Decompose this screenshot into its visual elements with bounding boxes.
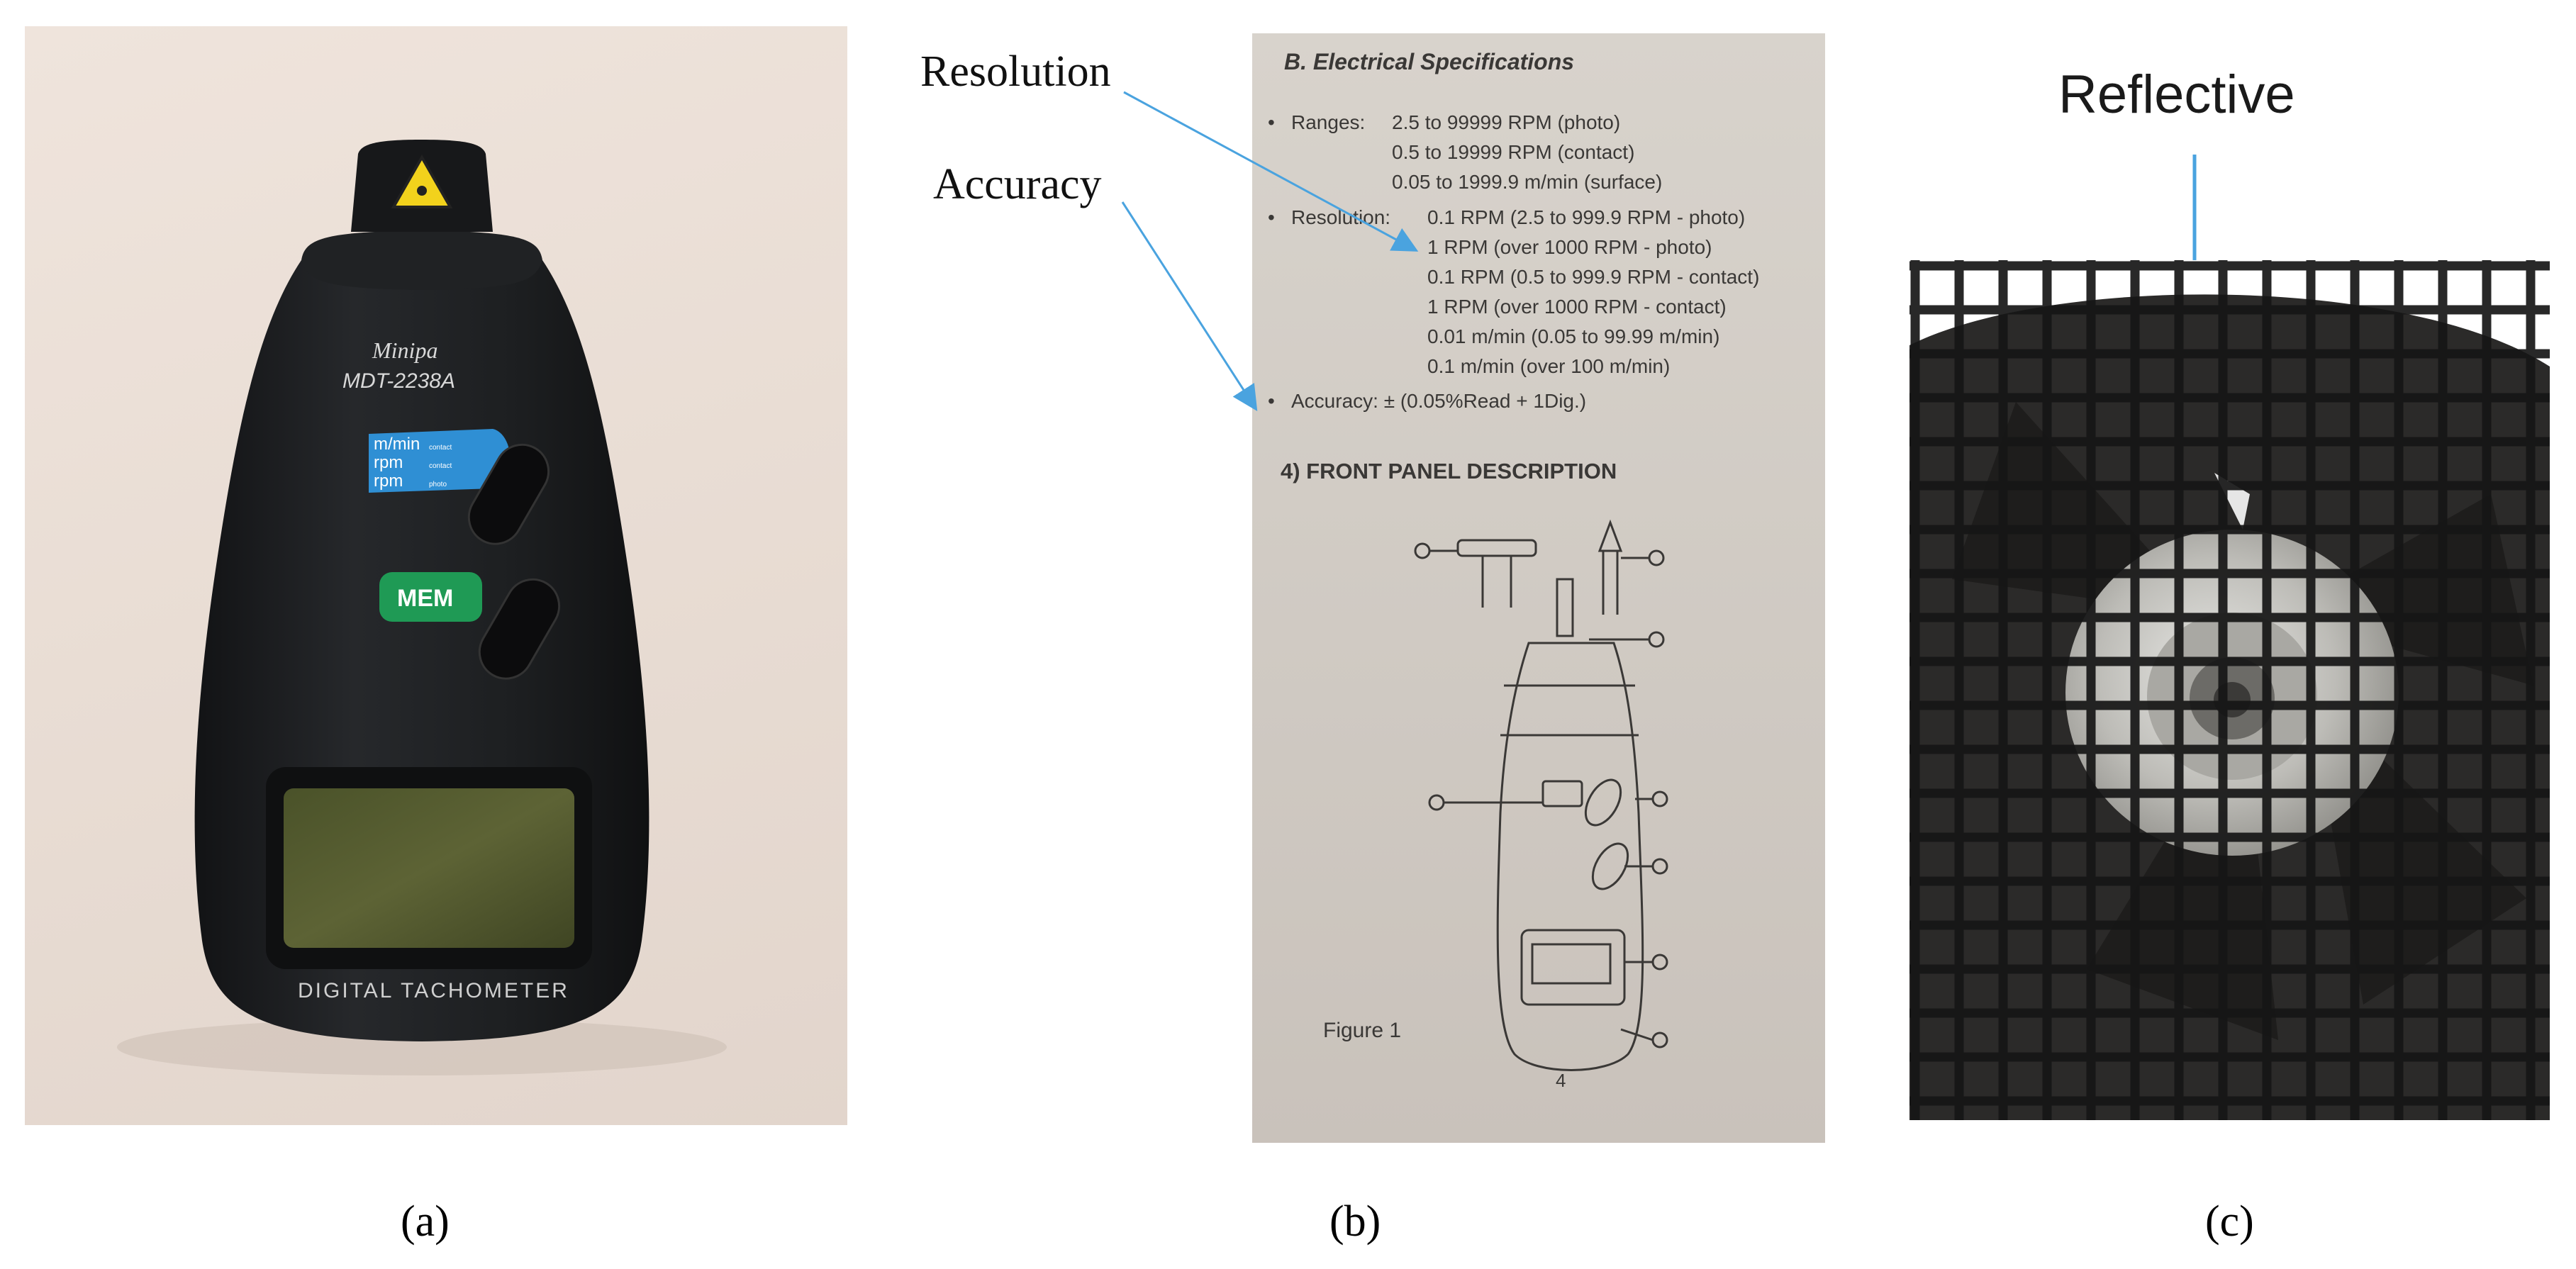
svg-text:photo: photo bbox=[429, 481, 447, 488]
mode-label-1: m/min bbox=[374, 435, 420, 454]
ranges-label: Ranges: bbox=[1291, 111, 1366, 133]
resolution-line: 0.01 m/min (0.05 to 99.99 m/min) bbox=[1427, 325, 1720, 347]
manual-section-title: B. Electrical Specifications bbox=[1284, 49, 1575, 74]
resolution-line: 0.1 RPM (2.5 to 999.9 RPM - photo) bbox=[1427, 206, 1746, 228]
mem-label: MEM bbox=[397, 585, 453, 612]
page-number: 4 bbox=[1556, 1070, 1566, 1091]
svg-text:contact: contact bbox=[429, 444, 452, 452]
front-panel-title: 4) FRONT PANEL DESCRIPTION bbox=[1281, 459, 1617, 483]
resolution-callout: Resolution bbox=[920, 47, 1111, 96]
range-line: 0.05 to 1999.9 m/min (surface) bbox=[1392, 171, 1663, 193]
resolution-line: 1 RPM (over 1000 RPM - contact) bbox=[1427, 296, 1727, 318]
lcd-display bbox=[284, 788, 574, 948]
svg-text:contact: contact bbox=[429, 462, 452, 470]
panel-b-manual-page: B. Electrical Specifications • Ranges: 2… bbox=[1252, 33, 1825, 1143]
device-name-plate: DIGITAL TACHOMETER bbox=[298, 979, 569, 1002]
resolution-arrow bbox=[1123, 91, 1419, 252]
mode-button[interactable] bbox=[459, 435, 558, 554]
figure-label: Figure 1 bbox=[1323, 1019, 1402, 1042]
wire-mesh-guard bbox=[1909, 260, 2550, 1120]
tachometer-photo: Minipa MDT-2238A m/min contact rpm conta… bbox=[117, 140, 727, 1075]
accuracy-callout: Accuracy bbox=[933, 160, 1102, 208]
resolution-line: 0.1 m/min (over 100 m/min) bbox=[1427, 355, 1671, 377]
caption-c: (c) bbox=[2205, 1197, 2254, 1246]
accuracy-arrow bbox=[1121, 201, 1258, 412]
caption-b: (b) bbox=[1329, 1197, 1381, 1246]
panel-a-photo: Minipa MDT-2238A m/min contact rpm conta… bbox=[25, 26, 847, 1125]
mode-sticker bbox=[369, 429, 511, 493]
mem-sticker bbox=[379, 572, 482, 622]
reflective-label: Reflective bbox=[2058, 65, 2295, 125]
front-panel-drawing bbox=[1414, 519, 1668, 1071]
range-line: 0.5 to 19999 RPM (contact) bbox=[1392, 141, 1635, 163]
panel-c-fan-photo bbox=[1909, 260, 2550, 1120]
brand-label: Minipa bbox=[372, 337, 437, 363]
caption-a: (a) bbox=[401, 1197, 450, 1246]
mode-label-3: rpm bbox=[374, 471, 403, 491]
fan-photo bbox=[1909, 260, 2550, 1120]
laser-warning-icon bbox=[391, 154, 453, 208]
range-line: 2.5 to 99999 RPM (photo) bbox=[1392, 111, 1621, 133]
resolution-line: 0.1 RPM (0.5 to 999.9 RPM - contact) bbox=[1427, 266, 1760, 288]
mode-label-2: rpm bbox=[374, 453, 403, 472]
mem-button[interactable] bbox=[469, 570, 569, 688]
model-label: MDT-2238A bbox=[342, 369, 455, 393]
resolution-line: 1 RPM (over 1000 RPM - photo) bbox=[1427, 236, 1712, 258]
accuracy-line: Accuracy: ± (0.05%Read + 1Dig.) bbox=[1291, 390, 1587, 412]
